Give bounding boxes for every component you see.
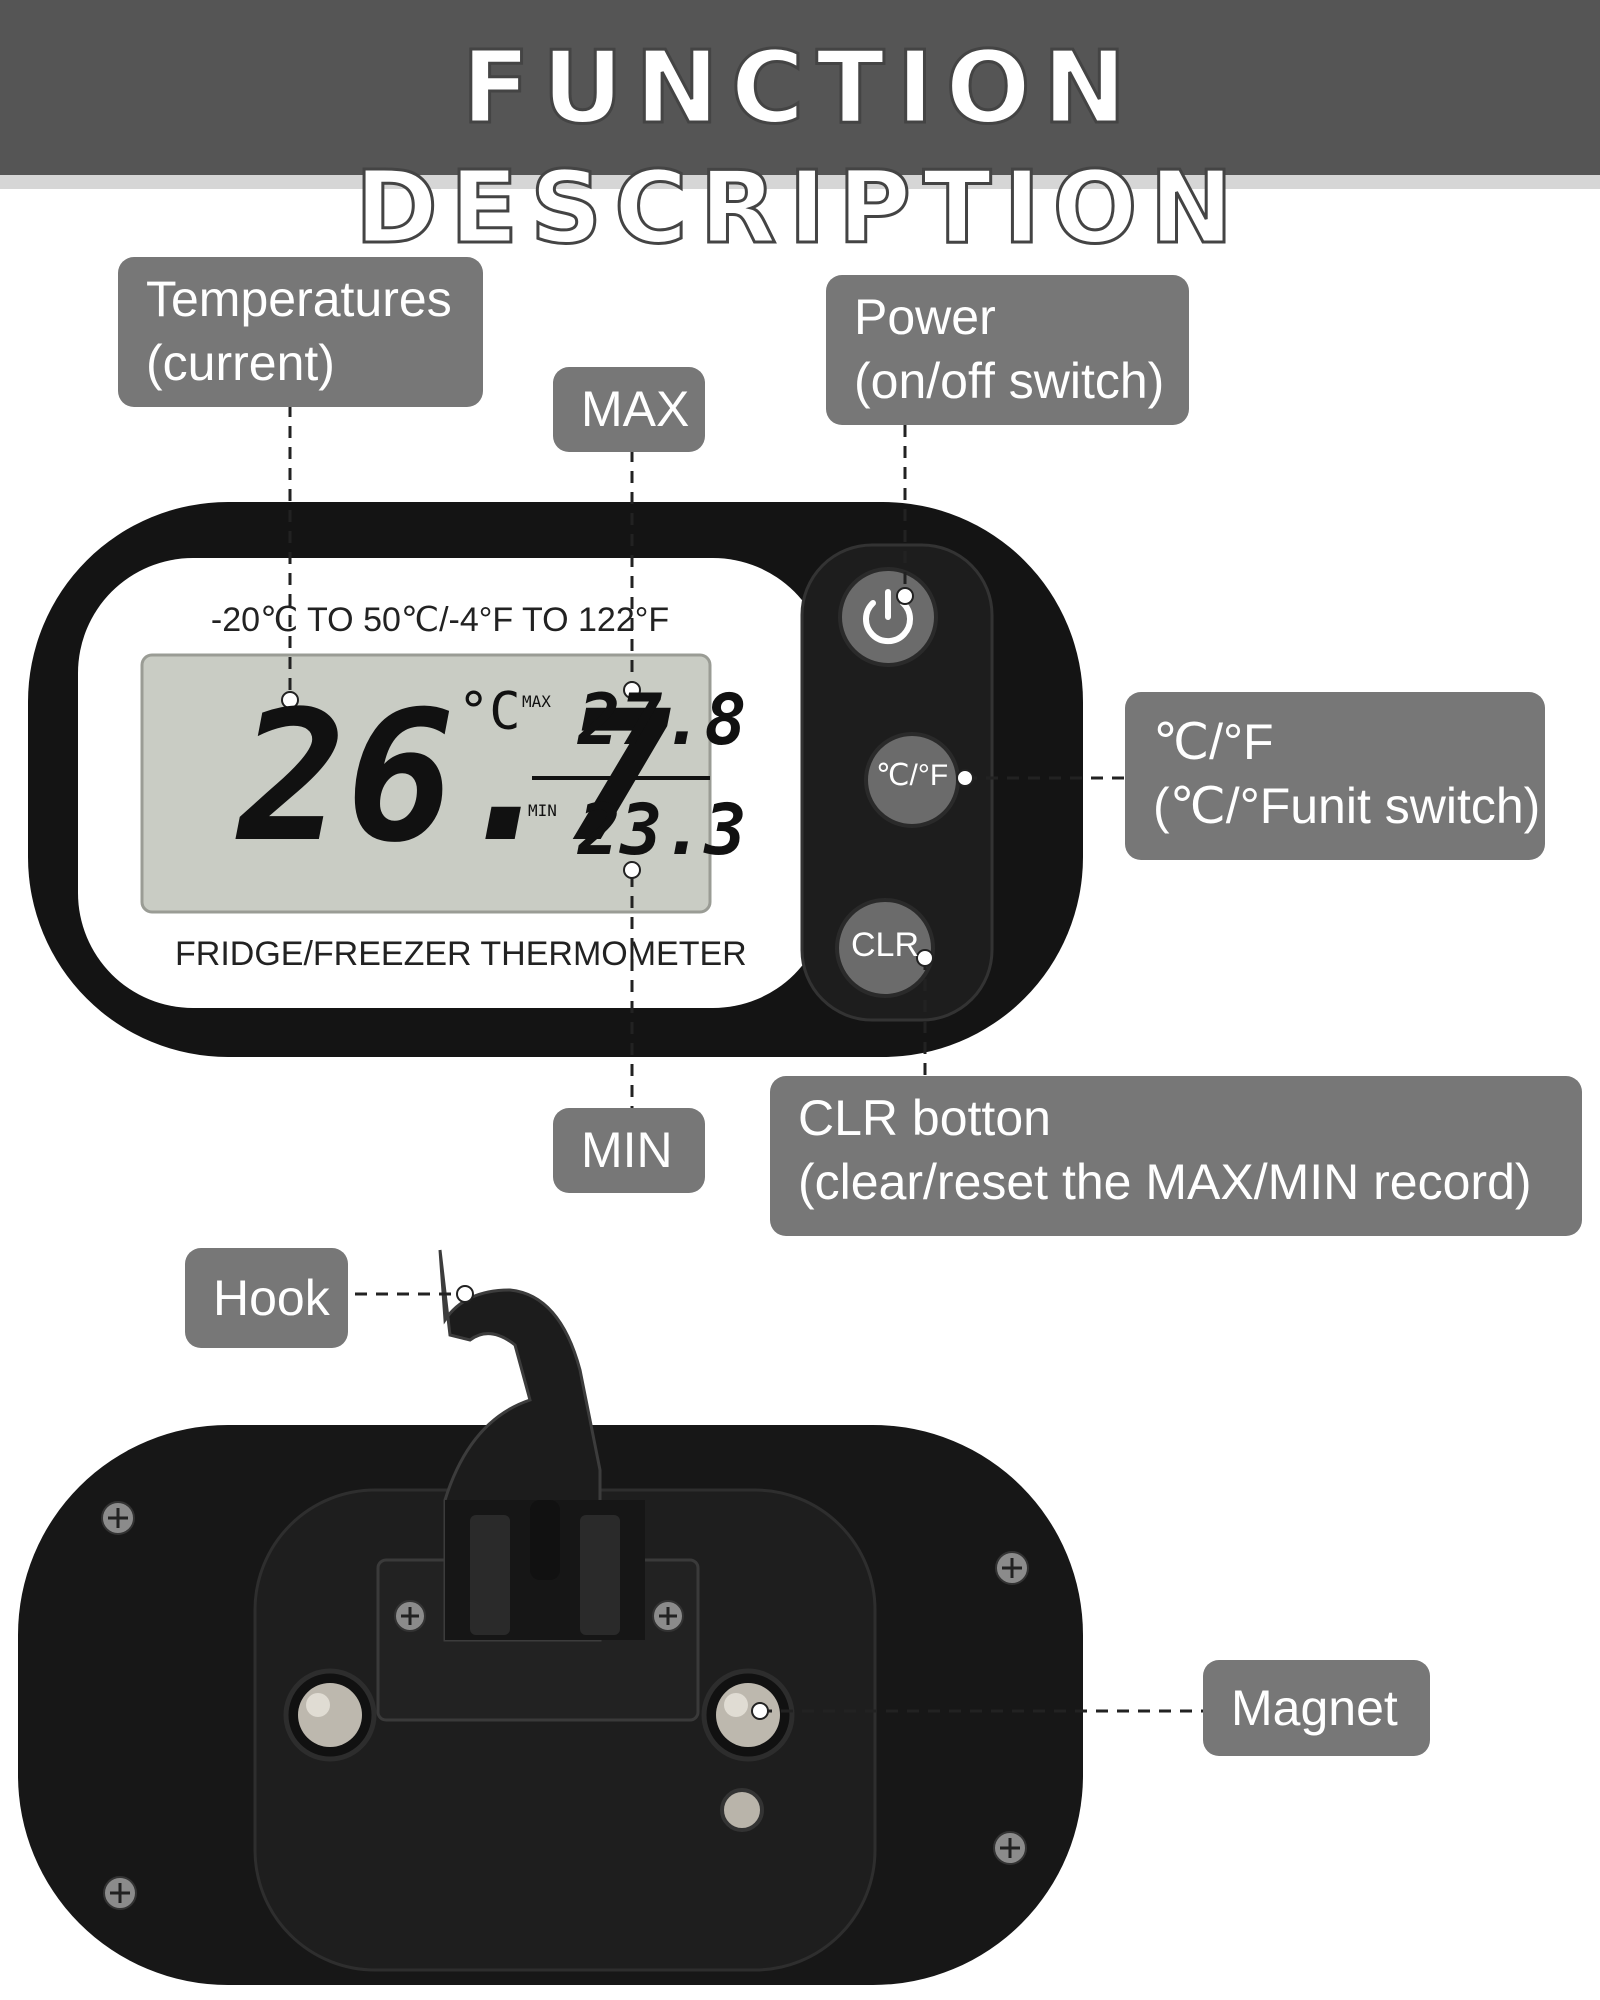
temperature-range-text: -20℃ TO 50℃/-4°F TO 122°F: [210, 601, 670, 639]
title-banner: [0, 0, 1600, 175]
lcd-divider: [532, 776, 710, 780]
brand-text: FRIDGE/FREEZER THERMOMETER: [175, 935, 747, 973]
magnet-icon: [283, 1668, 377, 1762]
max-temperature: 27.8: [578, 679, 747, 761]
label-max: MAX: [553, 367, 705, 452]
banner-underline: [0, 175, 1600, 189]
clr-button-shape: [835, 898, 935, 998]
lcd-screen: [140, 653, 712, 914]
page-title: FUNCTION DESCRIPTION: [353, 28, 1246, 268]
power-icon: [863, 589, 913, 645]
label-min: MIN: [553, 1108, 705, 1193]
lcd-max-label: MAX: [522, 692, 551, 711]
label-magnet: Magnet: [1203, 1660, 1430, 1756]
min-temperature: 23.3: [578, 789, 747, 871]
label-hook: Hook: [185, 1248, 348, 1348]
magnet-icon: [701, 1668, 795, 1762]
clr-button[interactable]: CLR: [850, 926, 920, 964]
leader-lines: [288, 405, 1205, 1713]
leader-dots: [281, 587, 974, 1720]
current-unit: °C: [458, 682, 521, 742]
label-clr: CLR botton (clear/reset the MAX/MIN reco…: [770, 1076, 1582, 1236]
label-unit-switch: ℃/°F (℃/°Funit switch): [1125, 692, 1545, 860]
lcd-min-label: MIN: [528, 801, 557, 820]
label-temperatures: Temperatures (current): [118, 257, 483, 407]
small-magnet: [720, 1788, 764, 1832]
current-temperature: 26.7: [238, 673, 672, 882]
label-power: Power (on/off switch): [826, 275, 1189, 425]
unit-button[interactable]: ℃/°F: [875, 759, 949, 792]
